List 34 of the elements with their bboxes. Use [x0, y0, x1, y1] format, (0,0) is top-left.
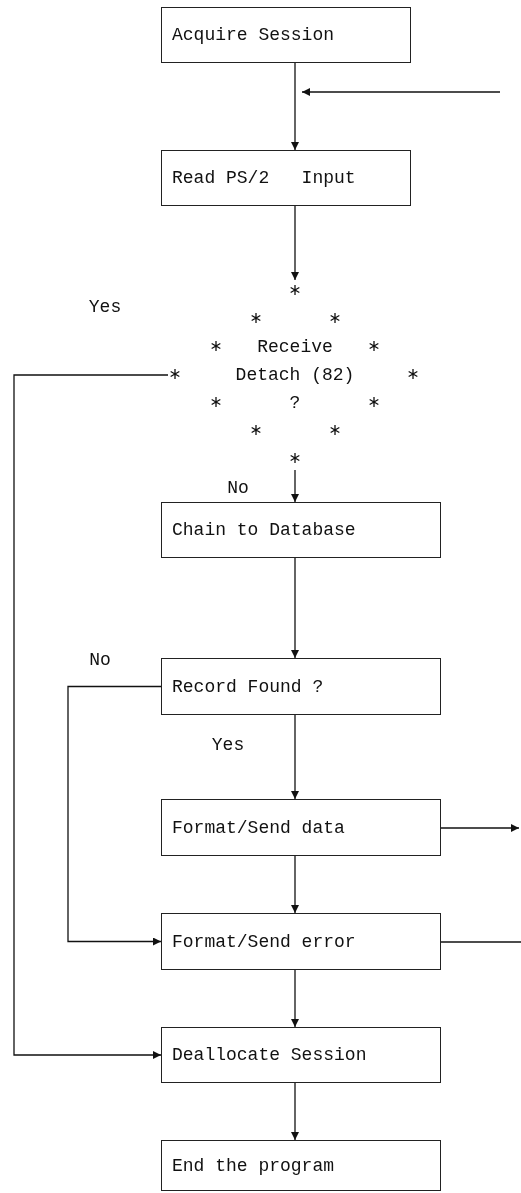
process-box [161, 799, 441, 856]
process-box [161, 1140, 441, 1191]
step-text: End the program [172, 1155, 335, 1176]
arrow [301, 88, 501, 96]
process-box [161, 658, 441, 715]
step-text: Chain to Database [172, 520, 356, 540]
arrow [291, 714, 299, 800]
arrow [13, 374, 169, 1059]
arrow [291, 1082, 299, 1141]
arrow [440, 824, 520, 832]
edge-label: No [89, 650, 111, 670]
process-box [161, 502, 441, 558]
arrow [291, 855, 299, 914]
step-text: Acquire Session [172, 25, 335, 45]
arrow [67, 685, 162, 946]
arrow [291, 62, 299, 151]
arrow [291, 557, 299, 659]
step-text: Deallocate Session [172, 1045, 367, 1065]
step-text: Format/Send error [172, 931, 356, 952]
process-box [161, 150, 411, 206]
arrow [291, 469, 299, 503]
process-box [161, 913, 441, 970]
step-text: Record Found ? [172, 676, 324, 697]
arrow [291, 969, 299, 1028]
connector-line [440, 941, 521, 943]
edge-label: Yes [88, 297, 122, 317]
step-text: Format/Send data [172, 817, 345, 838]
step-text: Read PS/2 Input [172, 168, 356, 188]
edge-label: Yes [211, 735, 245, 755]
edge-label: No [227, 478, 249, 498]
decision-text: Receive Detach (82) ? [234, 336, 356, 415]
process-box [161, 1027, 441, 1083]
arrow [291, 205, 299, 281]
process-box [161, 7, 411, 63]
